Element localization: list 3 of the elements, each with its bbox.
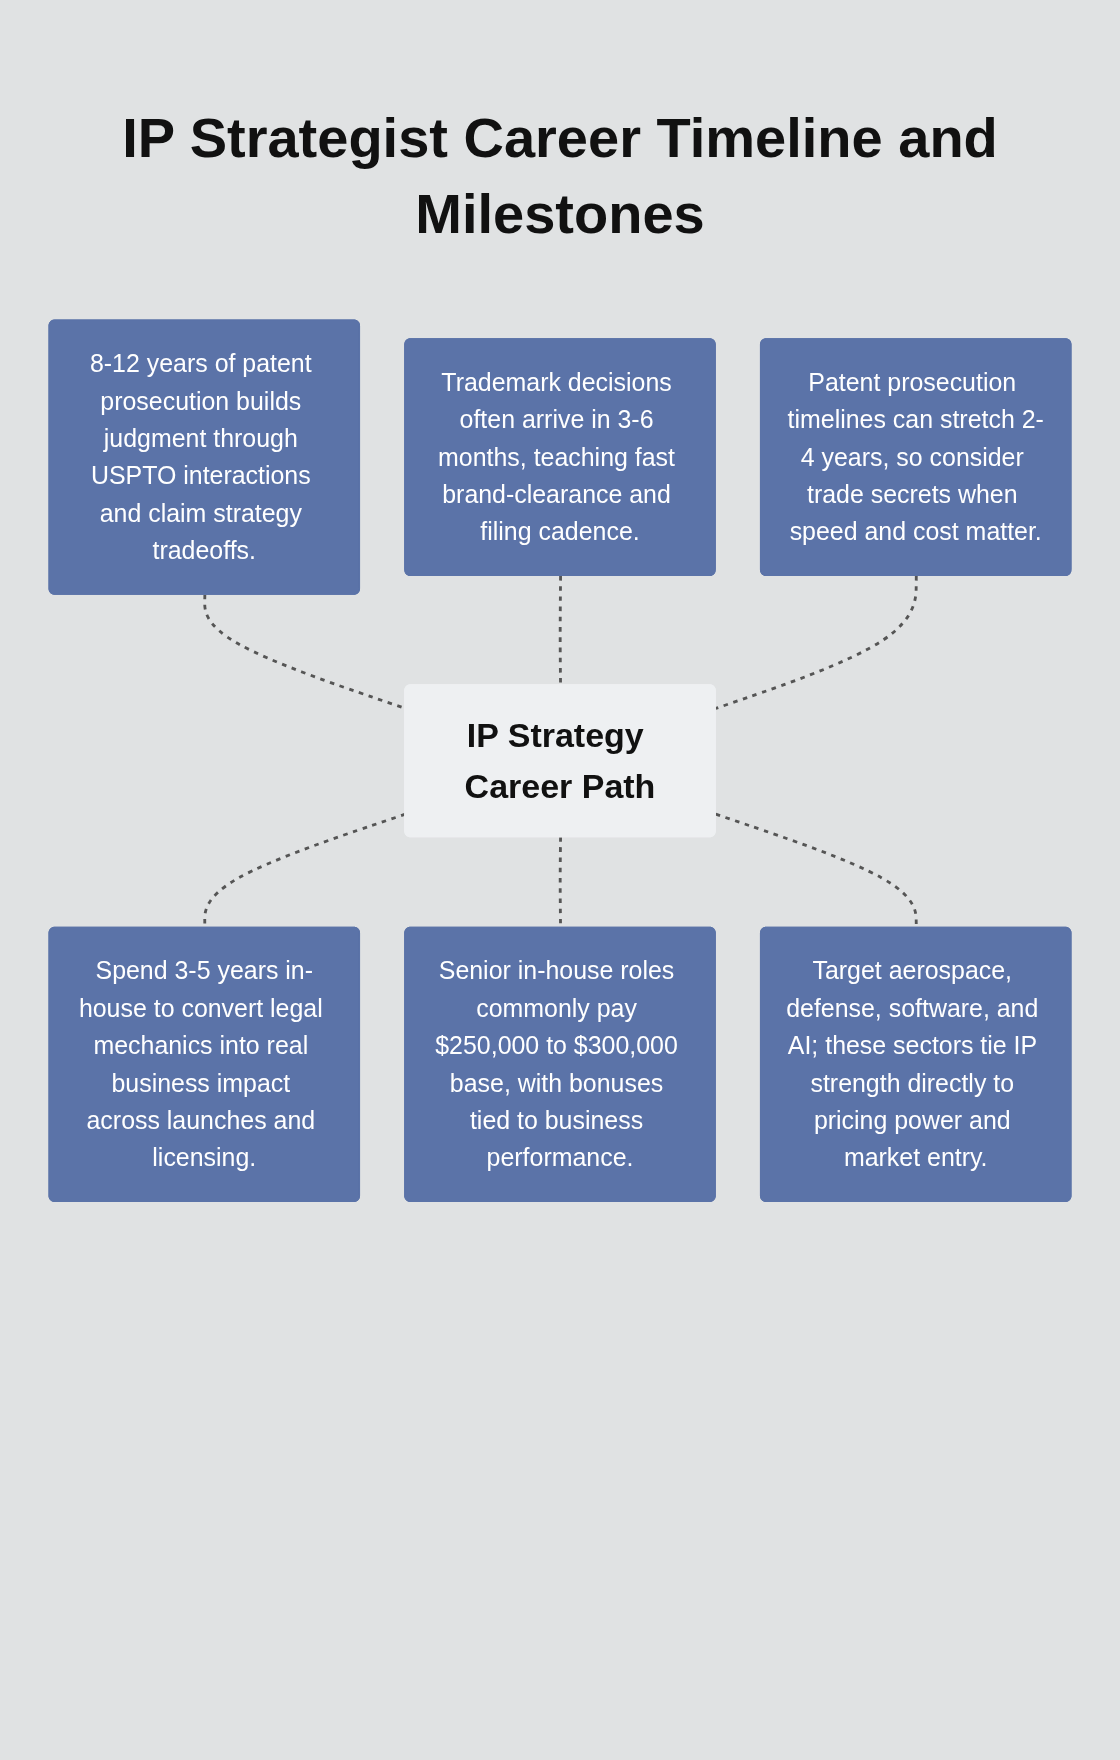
connector — [715, 576, 918, 710]
diagram-title: IP Strategist Career Timeline and Milestones — [121, 105, 999, 247]
connector — [558, 576, 562, 686]
